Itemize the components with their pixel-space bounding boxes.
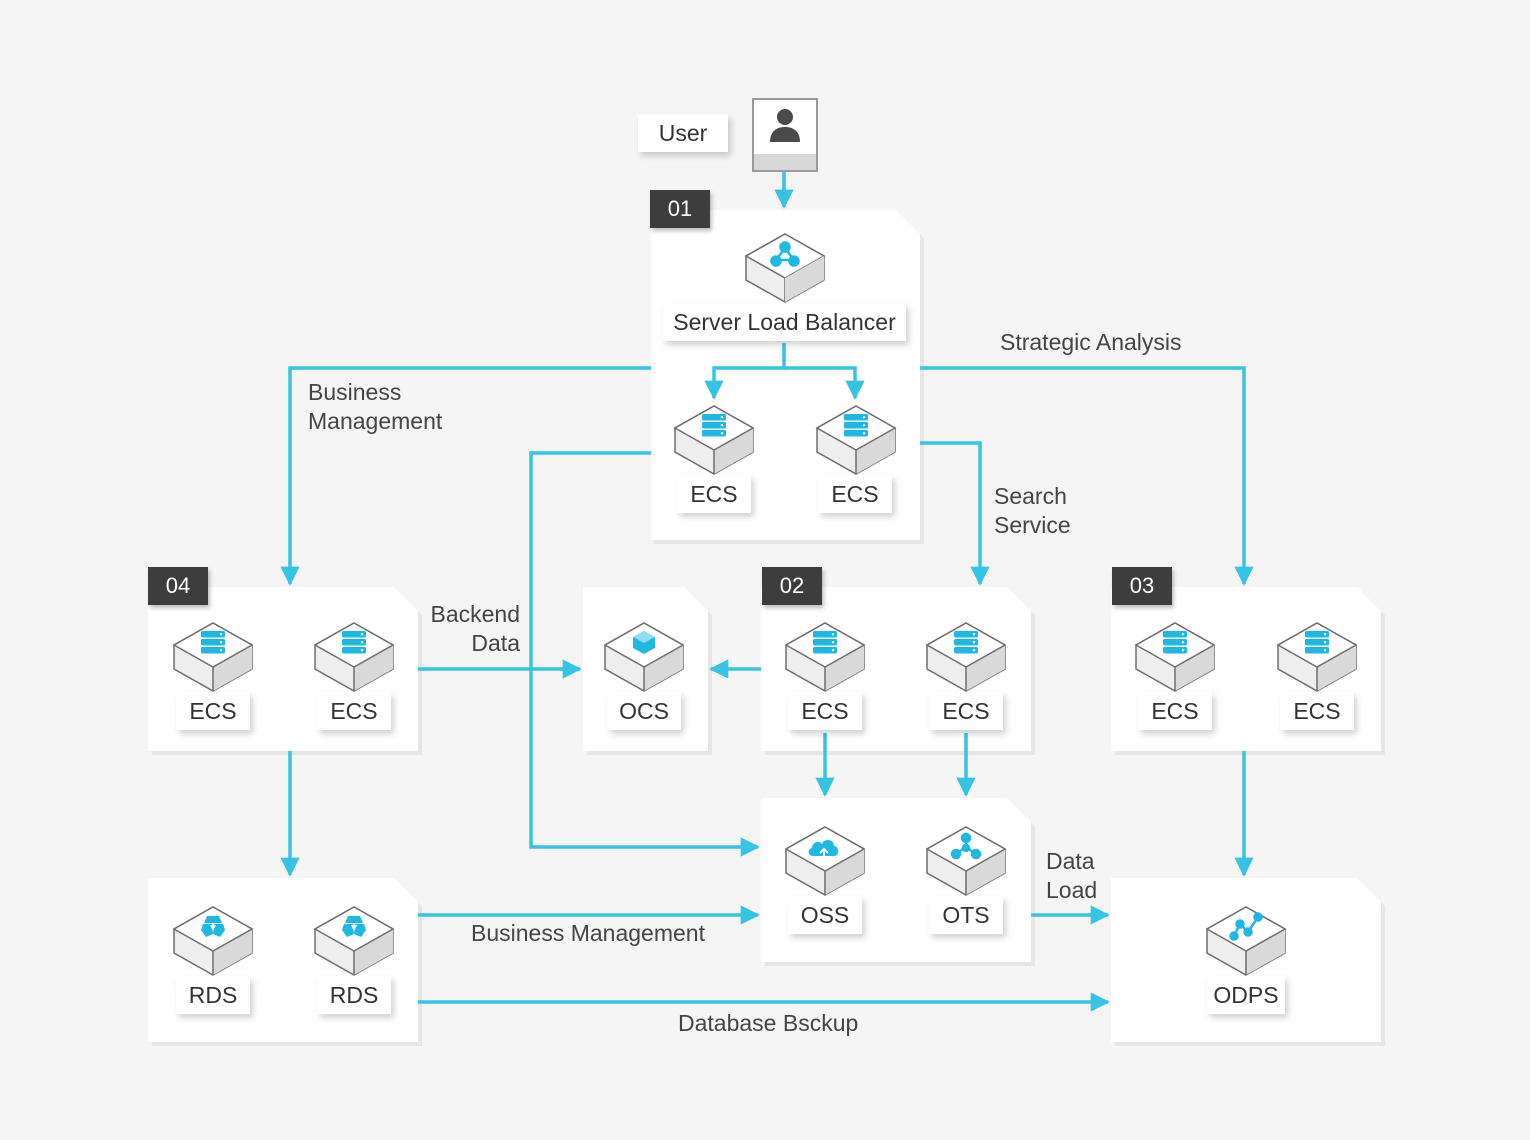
odps-analytics-icon [1205,906,1287,976]
group-01-badge: 01 [650,190,710,228]
g03-ecs-a-server-icon [1134,622,1216,692]
g01-ecs-a-server-icon [673,405,755,475]
g03-ecs-b-server-icon [1276,622,1358,692]
ocs-cache-icon [603,622,685,692]
ocs-label: OCS [607,692,681,730]
ots-table-icon [925,826,1007,896]
edge-slb-split [704,343,786,400]
g02-ecs-a-label: ECS [788,692,862,730]
ots-label: OTS [929,896,1003,934]
g01-ecs-b-server-icon [815,405,897,475]
caption-strategic-analysis: Strategic Analysis [1000,329,1182,355]
g03-ecs-b-label: ECS [1280,692,1354,730]
slb-cube-icon [744,233,826,303]
caption-search-service: Search Service [994,483,1071,538]
g01-ecs-b-label: ECS [818,475,892,513]
user-label: User [638,114,728,152]
g03-ecs-a-label: ECS [1138,692,1212,730]
oss-storage-icon [784,826,866,896]
caption-backend-data: Backend Data [430,601,520,656]
g02-ecs-b-server-icon [925,622,1007,692]
user-icon [752,98,818,172]
rds-b-label: RDS [317,976,391,1014]
g02-ecs-a-server-icon [784,622,866,692]
caption-data-load: Data Load [1046,848,1098,903]
edge-strategic-analysis [920,366,1254,586]
g04-ecs-b-server-icon [313,622,395,692]
group-03-badge: 03 [1112,567,1172,605]
g04-ecs-a-label: ECS [176,692,250,730]
caption-business-management-top: Business Management [308,379,443,434]
edge-slb-split-right [784,366,865,400]
g04-ecs-b-label: ECS [317,692,391,730]
edge-search-service [920,441,990,586]
edge-business-management-top [280,366,651,586]
oss-label: OSS [788,896,862,934]
rds-a-label: RDS [176,976,250,1014]
group-04-badge: 04 [148,567,208,605]
edge-g01-to-oss [529,451,760,857]
odps-label: ODPS [1207,976,1285,1014]
rds-b-database-icon [313,906,395,976]
caption-database-backup: Database Bsckup [678,1010,859,1036]
group-02-badge: 02 [762,567,822,605]
g02-ecs-b-label: ECS [929,692,1003,730]
rds-a-database-icon [172,906,254,976]
g01-ecs-a-label: ECS [677,475,751,513]
caption-business-management-bottom: Business Management [471,920,705,946]
slb-label: Server Load Balancer [663,303,906,341]
g04-ecs-a-server-icon [172,622,254,692]
